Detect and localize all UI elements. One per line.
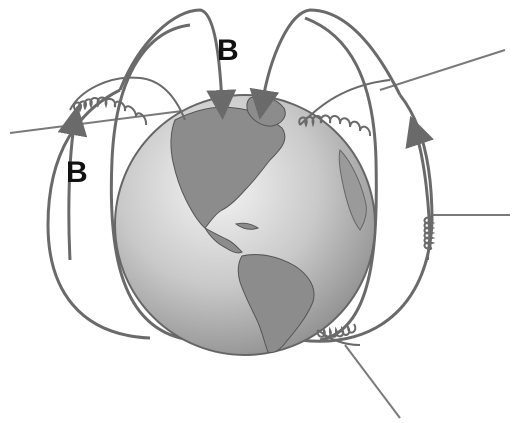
helix-left (69, 76, 186, 126)
landmass-south-america (237, 253, 315, 353)
field-line-inner-right (304, 16, 378, 342)
helix-right (423, 214, 436, 261)
field-arrow-left-up (57, 105, 88, 261)
helix-coils-right (423, 216, 436, 250)
helix-coils-bottom (316, 323, 357, 338)
helix-coils-left (72, 96, 148, 126)
particle-paths (9, 49, 510, 419)
particle-path-left (9, 109, 191, 134)
helix-top-right (298, 79, 391, 137)
field-line-inner-left (109, 23, 191, 342)
field-label-left: B (66, 156, 88, 189)
particle-path-top-right (379, 49, 506, 91)
field-label-top: B (217, 34, 239, 67)
helix-bottom (316, 323, 361, 346)
particle-path-bottom (344, 344, 401, 419)
field-arrow-top-right (249, 8, 402, 120)
landmass-central-america (203, 226, 243, 254)
globe-icon (114, 94, 376, 356)
helix-icon (69, 76, 186, 121)
landmass-africa-edge (338, 149, 367, 231)
helix-icon (317, 329, 361, 346)
helix-coils-top-right (298, 114, 372, 137)
landmass-caribbean (234, 222, 260, 230)
field-arrow-top-left (118, 8, 237, 120)
